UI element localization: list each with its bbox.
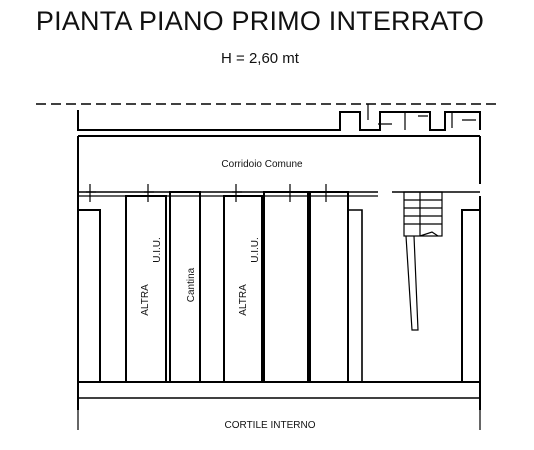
plan-title: PIANTA PIANO PRIMO INTERRATO [35,6,485,36]
cellar-partition-1 [77,209,101,383]
corridor-label: Corridoio Comune [221,159,303,170]
cellar-partition-5 [263,191,309,383]
cellar-label: Cantina [186,267,197,302]
cellar-partition-6 [309,191,349,383]
unit-left-label-2: U.I.U. [152,237,163,263]
unit-right-label-2: U.I.U. [250,237,261,263]
top-strip-wall [77,110,481,131]
staircase [403,191,443,331]
height-note: H = 2,60 mt [221,50,299,67]
courtyard-label: CORTILE INTERNO [225,420,316,431]
right-pillar [461,209,481,383]
unit-left-label-1: ALTRA [140,284,151,316]
unit-right-label-1: ALTRA [238,284,249,316]
